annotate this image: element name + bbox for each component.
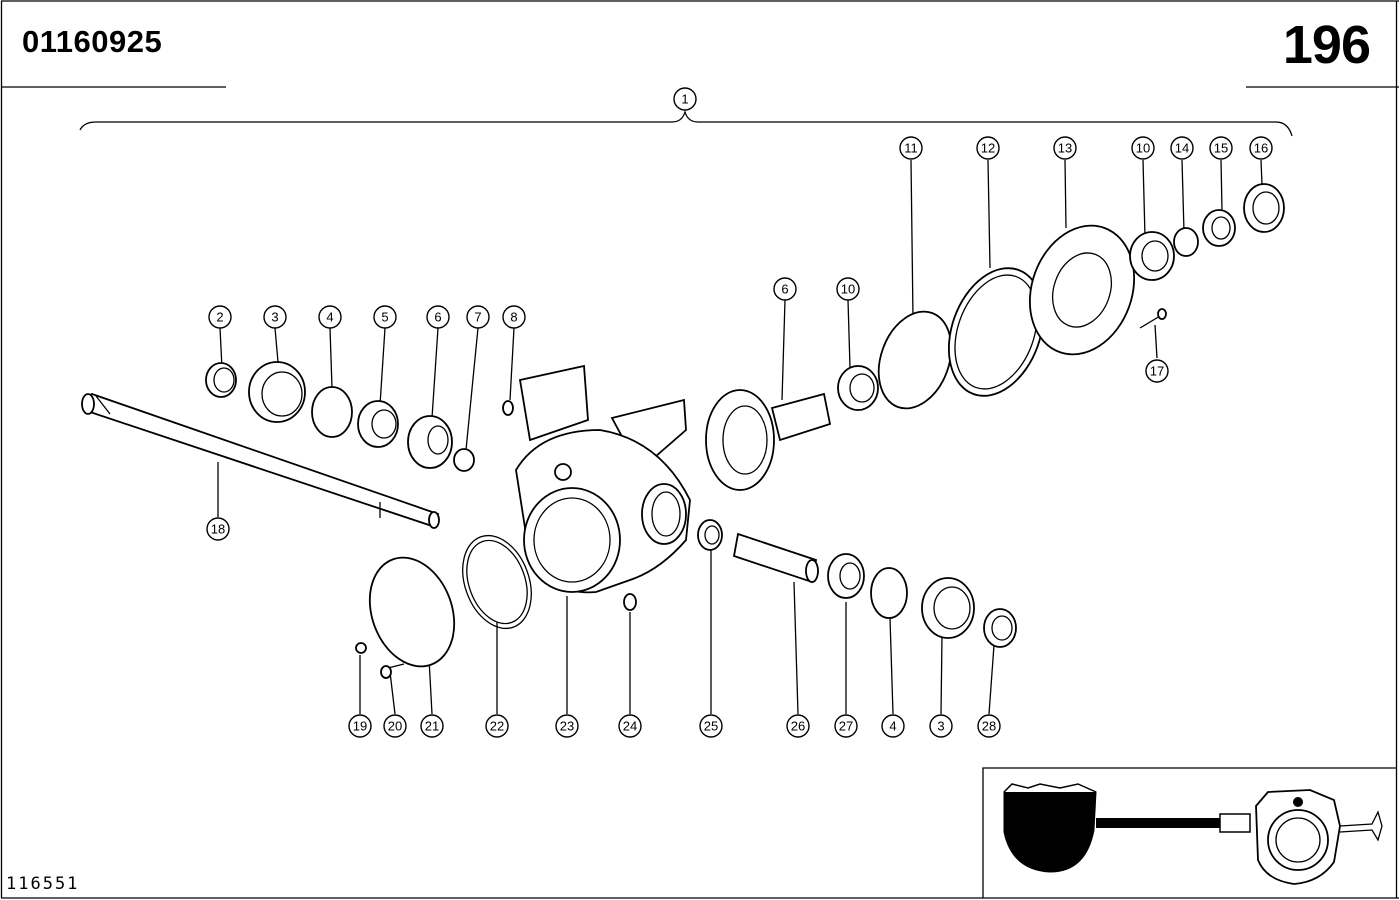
differential-housing [515, 364, 691, 594]
svg-text:10: 10 [1136, 141, 1150, 156]
svg-text:14: 14 [1175, 141, 1189, 156]
svg-text:3: 3 [271, 310, 278, 325]
svg-text:7: 7 [474, 310, 481, 325]
callout-14: 14 [1170, 136, 1194, 160]
right-lower-parts [697, 519, 1017, 648]
location-thumbnail [982, 767, 1396, 898]
svg-text:6: 6 [781, 282, 788, 297]
svg-text:23: 23 [560, 719, 574, 734]
svg-text:17: 17 [1150, 364, 1164, 379]
callout-3: 3 [263, 305, 287, 329]
right-upper-parts [705, 183, 1285, 491]
svg-text:2: 2 [216, 310, 223, 325]
callout-16: 16 [1249, 136, 1273, 160]
svg-text:24: 24 [623, 719, 637, 734]
leader-lines [217, 159, 1263, 715]
part-number: 01160925 [22, 24, 163, 59]
callout-8: 8 [502, 305, 526, 329]
callout-12: 12 [976, 136, 1000, 160]
svg-text:10: 10 [841, 282, 855, 297]
svg-text:18: 18 [211, 522, 225, 537]
callout-6-b: 6 [773, 277, 797, 301]
svg-text:12: 12 [981, 141, 995, 156]
svg-text:28: 28 [982, 719, 996, 734]
callout-17: 17 [1145, 359, 1169, 383]
callout-13: 13 [1053, 136, 1077, 160]
svg-text:27: 27 [839, 719, 853, 734]
callout-4-b: 4 [881, 714, 905, 738]
callout-20: 20 [383, 714, 407, 738]
svg-text:22: 22 [490, 719, 504, 734]
svg-text:3: 3 [937, 719, 944, 734]
callout-19: 19 [348, 714, 372, 738]
svg-text:13: 13 [1058, 141, 1072, 156]
left-parts [205, 361, 514, 472]
svg-text:8: 8 [510, 310, 517, 325]
svg-text:4: 4 [889, 719, 896, 734]
callout-3-b: 3 [929, 714, 953, 738]
callout-5: 5 [373, 305, 397, 329]
page-number: 196 [1282, 15, 1371, 75]
callout-18: 18 [206, 517, 230, 541]
assembly-bracket [79, 109, 1293, 137]
callout-10-b: 10 [1131, 136, 1155, 160]
callout-2: 2 [208, 305, 232, 329]
svg-text:6: 6 [434, 310, 441, 325]
callout-22: 22 [485, 714, 509, 738]
svg-text:21: 21 [425, 719, 439, 734]
callout-21: 21 [420, 714, 444, 738]
svg-text:26: 26 [791, 719, 805, 734]
axle-shaft [81, 393, 440, 529]
svg-text:16: 16 [1254, 141, 1268, 156]
callout-26: 26 [786, 714, 810, 738]
callout-25: 25 [699, 714, 723, 738]
callout-6: 6 [426, 305, 450, 329]
svg-text:15: 15 [1214, 141, 1228, 156]
callout-7: 7 [466, 305, 490, 329]
callout-24: 24 [618, 714, 642, 738]
callout-4: 4 [318, 305, 342, 329]
svg-text:11: 11 [904, 141, 918, 156]
callout-11: 11 [899, 136, 923, 160]
callout-28: 28 [977, 714, 1001, 738]
svg-text:4: 4 [326, 310, 333, 325]
svg-text:20: 20 [388, 719, 402, 734]
cover-plate-group [355, 534, 637, 679]
callout-27: 27 [834, 714, 858, 738]
svg-text:1: 1 [681, 92, 688, 107]
callout-10: 10 [836, 277, 860, 301]
svg-text:5: 5 [381, 310, 388, 325]
callout-15: 15 [1209, 136, 1233, 160]
svg-text:19: 19 [353, 719, 367, 734]
svg-text:25: 25 [704, 719, 718, 734]
callout-23: 23 [555, 714, 579, 738]
callout-1: 1 [673, 87, 697, 111]
figure-number: 116551 [6, 874, 80, 894]
